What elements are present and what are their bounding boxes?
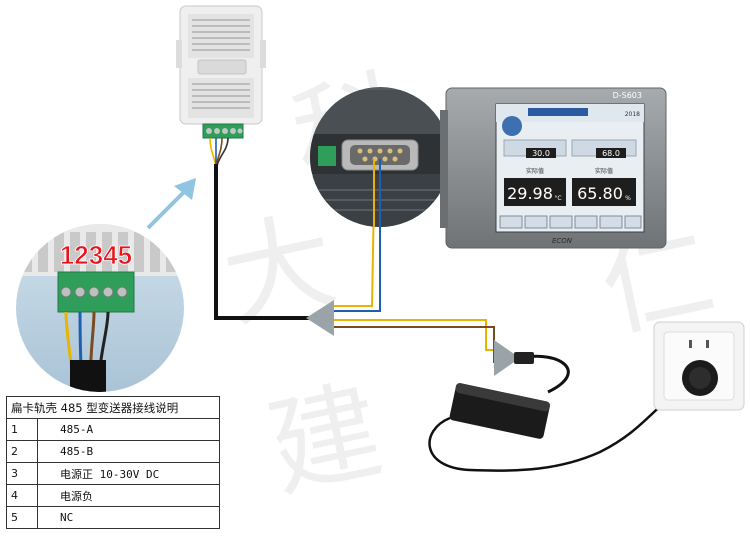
hmi-setpoint-1: 30.0 xyxy=(532,149,550,158)
pin-number: 1 xyxy=(6,418,38,441)
hmi-actual-label-1: 实际值 xyxy=(526,167,544,175)
hmi-unit-1: °C xyxy=(554,195,561,202)
hmi-actual-1: 29.98 xyxy=(507,184,553,203)
hmi-actual-label-2: 实际值 xyxy=(595,167,613,175)
sensor-wires xyxy=(209,137,229,167)
wire-blue xyxy=(330,196,381,312)
arrow-icon xyxy=(146,178,196,230)
table-caption: 扁卡轨壳 485 型变送器接线说明 xyxy=(6,396,220,419)
cable-main xyxy=(214,164,330,320)
terminal-number-label: 12345 xyxy=(60,240,132,270)
db9-connector xyxy=(310,87,450,227)
pin-number: 4 xyxy=(6,484,38,507)
plug-icon xyxy=(682,360,718,396)
pin-description: 485-A xyxy=(37,418,220,441)
terminal-closeup: 12345 xyxy=(16,224,184,392)
sensor-device xyxy=(176,5,266,125)
pin-description: 485-B xyxy=(37,440,220,463)
arrow-icon xyxy=(306,300,334,336)
power-adapter xyxy=(428,352,691,472)
terminal-block xyxy=(202,123,244,139)
wire-yellow xyxy=(330,195,375,307)
hmi-model-label: D-S603 xyxy=(613,91,642,100)
hmi-actual-2: 65.80 xyxy=(577,184,623,203)
arrow-icon xyxy=(494,340,520,376)
hmi-header-time: 2018 xyxy=(625,111,640,118)
touch-panel-hmi: D-S603 2018 30.0 68.0 实际值 实际值 29.98 °C 6… xyxy=(440,87,667,249)
wire-brown-power xyxy=(330,326,498,363)
wire-yellow-power xyxy=(330,319,498,351)
pin-number: 3 xyxy=(6,462,38,485)
pin-number: 2 xyxy=(6,440,38,463)
pin-description: 电源正 10-30V DC xyxy=(37,462,220,485)
hmi-unit-2: % xyxy=(625,195,631,202)
pin-number: 5 xyxy=(6,506,38,529)
hmi-setpoint-2: 68.0 xyxy=(602,149,620,158)
pin-description: 电源负 xyxy=(37,484,220,507)
hmi-brand: ECON xyxy=(552,237,573,245)
pin-description: NC xyxy=(37,506,220,529)
